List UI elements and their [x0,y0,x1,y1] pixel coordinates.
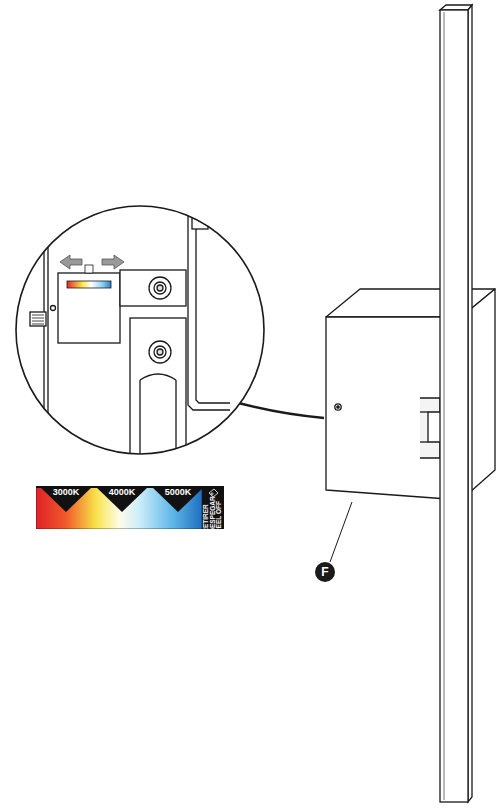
color-temperature-label: 5000K [153,488,203,498]
callout-circle [315,562,335,582]
color-temperature-label: 3000K [41,488,91,498]
light-bar [440,5,472,802]
peel-off-label: RETIRER DESPEGAR PEEL OFF [203,493,223,533]
callout-leader [330,502,352,562]
callout-letter: F [321,566,328,578]
zoom-detail [16,200,264,480]
color-temperature-sticker: 3000K4000K5000KRETIRER DESPEGAR PEEL OFF [36,486,224,529]
zoom-leader [228,400,324,418]
color-temperature-label: 4000K [97,488,147,498]
